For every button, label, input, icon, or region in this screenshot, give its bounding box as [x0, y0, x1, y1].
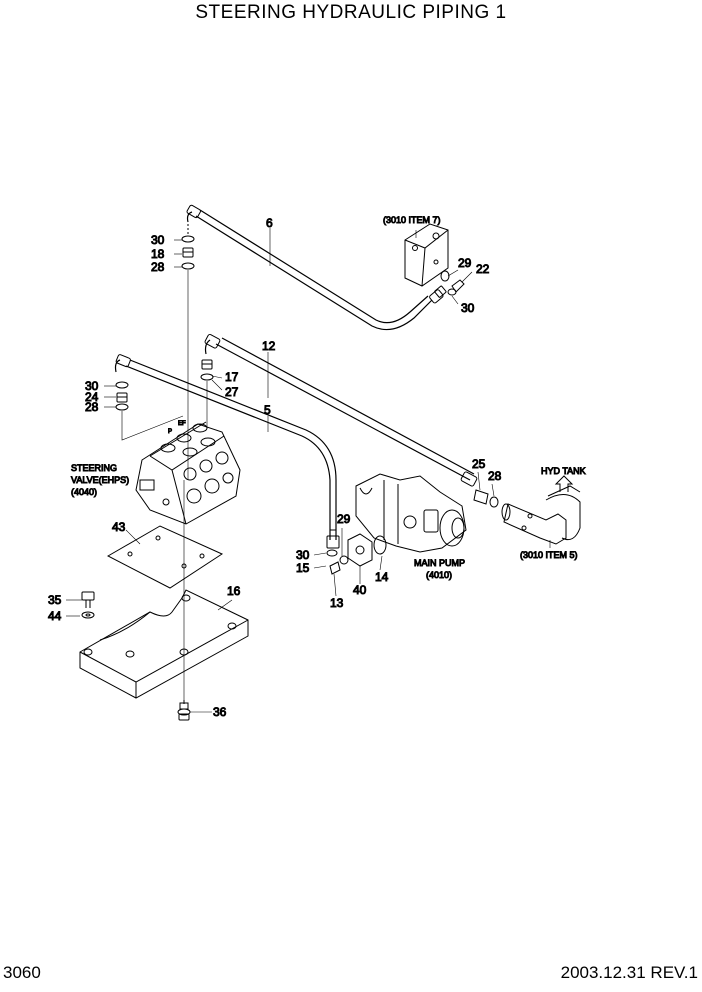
- part-number-5: 5: [264, 403, 271, 417]
- valve-block-item7: [404, 223, 465, 296]
- main-pump: [355, 473, 467, 553]
- part-number-6: 6: [266, 216, 273, 230]
- part-number-14: 14: [375, 570, 389, 584]
- part-number-12: 12: [262, 339, 276, 353]
- part-number-18: 18: [151, 247, 165, 261]
- steering-valve-label-line1: STEERING: [71, 463, 117, 473]
- part-number-40: 40: [353, 583, 367, 597]
- bolt-35: [81, 591, 95, 619]
- fitting-stack-left: [115, 381, 184, 441]
- gasket-43: [106, 525, 224, 589]
- valve-port-p: P: [168, 429, 172, 435]
- page-title: STEERING HYDRAULIC PIPING 1: [195, 2, 507, 23]
- main-pump-label-line1: MAIN PUMP: [414, 558, 465, 568]
- hose-6: [186, 204, 447, 331]
- steering-valve: [135, 421, 241, 525]
- part-number-22: 22: [476, 262, 490, 276]
- flange-40: [326, 533, 387, 575]
- main-pump-label-line2: (4010): [426, 570, 452, 580]
- part-number-35: 35: [48, 593, 62, 607]
- revision-date: 2003.12.31 REV.1: [560, 963, 698, 982]
- part-number-28: 28: [151, 260, 165, 274]
- part-number-25: 25: [472, 457, 486, 471]
- bolt-36: [177, 700, 191, 721]
- part-number-29: 29: [458, 256, 472, 270]
- part-number-44: 44: [48, 609, 62, 623]
- part-number-29: 29: [337, 512, 351, 526]
- part-number-30: 30: [85, 379, 99, 393]
- steering-valve-label-line2: VALVE(EHPS): [71, 475, 129, 485]
- fitting-stack-top: [181, 224, 195, 480]
- part-number-30: 30: [296, 548, 310, 562]
- hose-5: [114, 354, 340, 549]
- steering-valve-label-line3: (4040): [71, 487, 97, 497]
- part-number-28: 28: [85, 400, 99, 414]
- item7-note: (3010 ITEM 7): [383, 215, 441, 225]
- part-number-24: 24: [85, 390, 99, 404]
- hyd-tank-label: HYD TANK: [541, 466, 586, 476]
- part-number-17: 17: [225, 370, 239, 384]
- part-number-15: 15: [296, 561, 310, 575]
- hose-12: [204, 333, 478, 487]
- item5-note: (3010 ITEM 5): [520, 550, 578, 560]
- part-number-28: 28: [488, 469, 502, 483]
- part-number-30: 30: [151, 233, 165, 247]
- tank-pipe-item5: [501, 475, 581, 545]
- part-number-16: 16: [227, 584, 241, 598]
- valve-port-ef: EF: [178, 421, 186, 427]
- fitting-stack-right: [473, 489, 499, 508]
- part-number-30: 30: [461, 301, 475, 315]
- part-number-27: 27: [225, 385, 239, 399]
- bracket-16: [79, 480, 249, 700]
- part-number-36: 36: [213, 705, 227, 719]
- part-number-43: 43: [112, 520, 126, 534]
- page-number: 3060: [3, 963, 41, 982]
- leader-lines: [66, 228, 551, 713]
- fitting-stack-middle: [200, 359, 214, 428]
- part-number-13: 13: [330, 596, 344, 610]
